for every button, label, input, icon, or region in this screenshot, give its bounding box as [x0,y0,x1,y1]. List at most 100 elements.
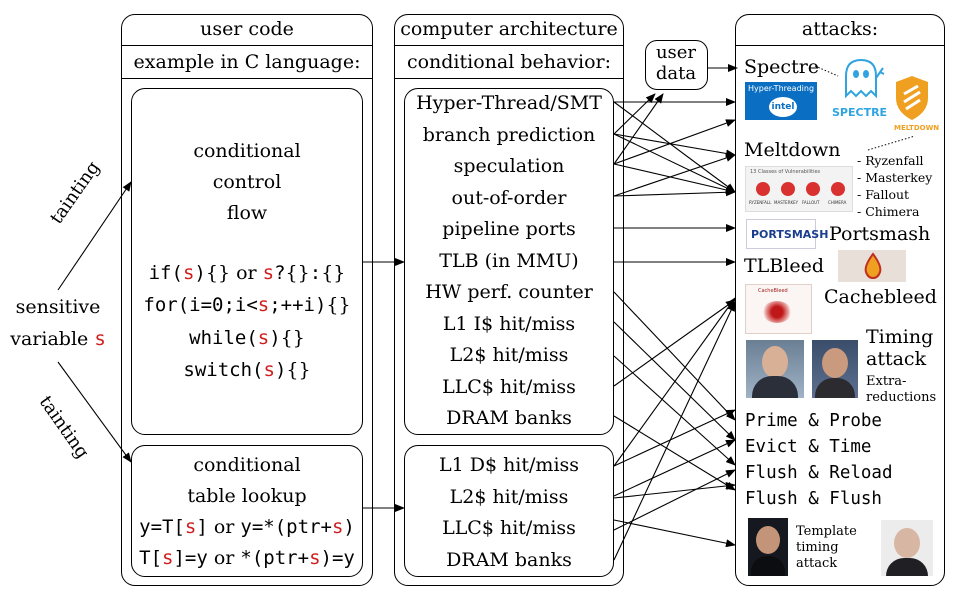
spec-to-spectre [613,119,736,165]
user-data-box [645,40,708,90]
sensitive-label-line2: variable s [10,328,106,350]
meltdown-dotted-connector [867,135,916,151]
architecture-subtitle: conditional behavior: [406,51,612,73]
spec-to-amd [613,163,736,194]
meltdown-label: Meltdown [744,139,841,161]
template-line3: attack [796,556,838,571]
code-token: y=*(ptr+ [240,516,332,538]
intel-badge-text: Hyper-Threading [748,84,815,93]
table-lookup-title-1: conditional [193,454,301,476]
l2d-to-flushflush [613,481,736,499]
user-code-subtitle: example in C language: [133,51,361,73]
code-token: *(ptr+ [240,547,310,569]
arch-group-1-item: speculation [453,155,565,177]
amd-img-caption: 13 Classes of Vulnerabilities [750,169,821,175]
control-flow-title-1: conditional [193,140,301,162]
smt-to-amd [613,101,736,193]
attack-evict-time: Evict & Time [745,437,872,457]
llc-to-cachebleed [613,299,736,387]
cachebleed-image: CacheBleed [745,284,812,334]
code-token: )=y [320,547,355,569]
control-flow-title-3: flow [226,202,268,224]
branch-to-meltdown [613,133,736,158]
code-token: ;++i) [269,294,327,316]
amd-attack-ryzenfall: - Ryzenfall [857,153,924,168]
arch-group-1-item: L1 I$ hit/miss [442,312,576,335]
portrait-template-1 [748,518,788,576]
attacks-title: attacks: [801,18,879,40]
l1i-to-evict [613,321,736,441]
arch-group-2-item: L2$ hit/miss [449,485,569,508]
sensitive-variable-token: s [309,547,321,569]
tainting-arrow-top [57,181,132,291]
amd-vulnerabilities-image: 13 Classes of Vulnerabilities RYZENFALL … [745,166,853,212]
code-separator: {} [280,327,305,349]
code-token: ]=y [173,547,208,569]
table-lookup-box [131,445,363,577]
extra-reductions-line2: reductions [866,390,937,405]
code-token: if( [148,262,183,284]
sensitive-variable-token: s [257,294,270,316]
amd-dot-3 [806,182,820,196]
code-separator: {} [326,294,351,316]
sensitive-variable-token: s [162,547,174,569]
llcd-to-flushreload [613,469,736,531]
perf-to-prime [613,291,736,421]
sensitive-variable-token: s [262,262,275,284]
arch-group-2-item: LLC$ hit/miss [442,517,576,539]
spec-to-userdata [613,93,664,165]
table-lookup-title-2: table lookup [187,485,307,507]
intel-logo-icon: intel [769,97,797,117]
architecture-panel [394,14,624,586]
code-token: for(i=0;i< [143,294,258,316]
arch-group-1-item: out-of-order [451,186,567,209]
code-separator: or [230,262,263,284]
spectre-dotted-connector [814,65,839,77]
l2d-to-evict [613,439,736,497]
ooo-to-meltdown [613,154,736,197]
dram-to-flushflush [613,415,736,491]
cachebleed-img-text: CacheBleed [758,288,788,294]
code-separator: {} [205,262,231,284]
tlbleed-label: TLBleed [744,255,824,277]
l1d-to-cachebleed [613,297,736,467]
code-read-lookup: y=T[s] or y=*(ptr+s) [139,516,355,538]
arch-group-2-item: L1 D$ hit/miss [438,454,580,476]
user-data-line2: data [655,63,697,84]
amd-dot-4 [831,182,845,196]
portsmash-logo: PORTSMASH [746,219,828,249]
user-code-divider-1 [122,45,372,46]
code-token: ) [269,327,281,349]
architecture-divider-1 [395,45,623,46]
amd-attack-fallout: - Fallout [857,187,910,202]
timing-attack-line1: Timing [866,326,934,348]
tlbleed-drop-icon [864,252,882,280]
code-separator: or [207,547,241,569]
timing-attack-line2: attack [866,348,927,370]
branch-to-amd [613,133,736,193]
arch-group-1-item: branch prediction [422,123,596,146]
amd-attack-chimera: - Chimera [857,204,920,219]
portrait-timing-2 [812,340,858,398]
cachebleed-label: Cachebleed [824,286,937,308]
code-separator: {} [321,262,346,284]
attack-flush-flush: Flush & Flush [745,489,882,509]
template-line1: Template [796,524,857,539]
tainting-arrow-bottom [57,361,132,463]
code-token: ] [196,516,208,538]
user-data-line1: user [655,42,697,63]
code-while: while(s){} [189,327,305,349]
code-token: while( [189,327,258,349]
sensitive-variable-token: s [257,327,270,349]
sensitive-variable-token: s [182,262,195,284]
attack-prime-probe: Prime & Probe [745,411,882,431]
user-code-divider-2 [122,78,372,79]
code-token: switch( [183,359,264,381]
code-token: ) [274,359,287,381]
cachebleed-splatter [762,301,792,323]
branch-to-userdata [613,93,656,135]
amd-img-label-4: CHIMERA [828,200,847,205]
amd-attack-masterkey: - Masterkey [857,170,933,185]
ooo-to-amd [613,188,736,197]
